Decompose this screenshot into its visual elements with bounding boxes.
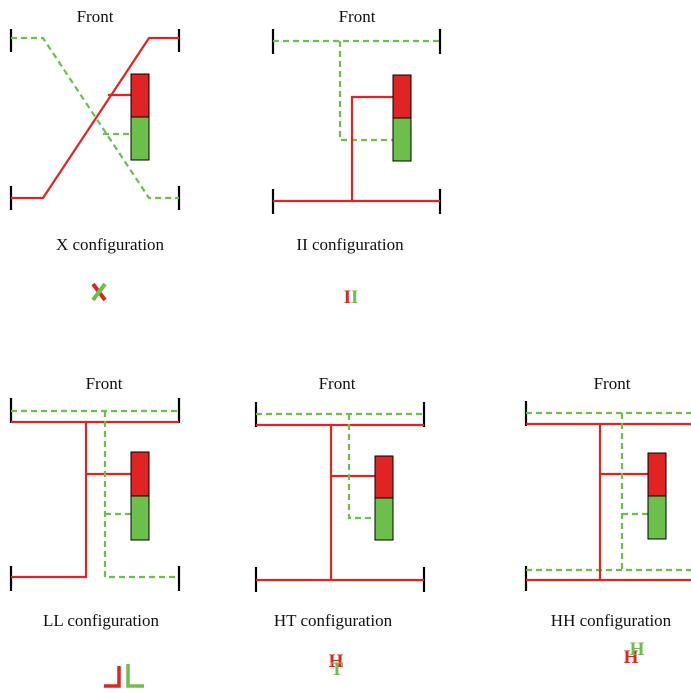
green-circuit-line: [103, 411, 179, 579]
master-cylinder-red: [392, 74, 412, 119]
master-cylinder-green: [374, 497, 394, 541]
ii-configuration-symbol: I I: [344, 287, 359, 308]
red-circuit-line: [11, 36, 179, 200]
red-circuit-line: [11, 422, 88, 579]
ht-configuration-label: HT configuration: [274, 611, 393, 630]
ht-configuration-panel: Front HT configuration H T: [254, 374, 426, 680]
hh-configuration-label: HH configuration: [551, 611, 672, 630]
master-cylinder-green: [647, 495, 667, 540]
master-cylinder-green: [392, 117, 412, 162]
x-configuration-symbol: [91, 282, 107, 302]
ll-configuration-label: LL configuration: [43, 611, 159, 630]
ll-symbol-green-part: [126, 664, 144, 688]
x-symbol-green-stroke: [91, 282, 107, 302]
front-label-ll: Front: [86, 374, 123, 393]
ii-symbol-green-part: I: [351, 287, 358, 308]
hh-symbol-red-part: H: [624, 647, 639, 668]
front-label-hh: Front: [594, 374, 631, 393]
master-cylinder-green: [130, 495, 150, 541]
green-circuit-line: [347, 414, 375, 520]
ii-configuration-label: II configuration: [296, 235, 404, 254]
master-cylinder-red: [130, 73, 150, 118]
x-configuration-label: X configuration: [56, 235, 165, 254]
front-label-x: Front: [77, 7, 114, 26]
x-configuration-panel: Front X configuration: [9, 7, 181, 302]
front-label-ii: Front: [339, 7, 376, 26]
ht-configuration-symbol: H T: [329, 651, 344, 680]
master-cylinder-red: [374, 455, 394, 499]
red-circuit-line: [350, 95, 393, 201]
front-label-ht: Front: [319, 374, 356, 393]
green-circuit-line: [338, 41, 393, 142]
ll-configuration-panel: Front LL configuration: [9, 374, 181, 688]
ht-symbol-green-part: T: [331, 659, 344, 680]
hh-symbol-green-part: H: [630, 639, 645, 660]
master-cylinder-green: [130, 116, 150, 161]
ii-symbol-red-part: I: [344, 287, 351, 308]
green-circuit-line: [11, 36, 179, 200]
ii-configuration-panel: Front II configuration I I: [271, 7, 442, 308]
ll-symbol-red-part: [104, 666, 121, 688]
master-cylinder-red: [130, 451, 150, 497]
master-cylinder-red: [647, 452, 667, 497]
ht-symbol-red-part: H: [329, 651, 344, 672]
ll-configuration-symbol: [104, 664, 144, 688]
hh-configuration-symbol: H H: [624, 639, 645, 668]
hh-configuration-panel: Front HH configuration H H: [524, 374, 691, 668]
